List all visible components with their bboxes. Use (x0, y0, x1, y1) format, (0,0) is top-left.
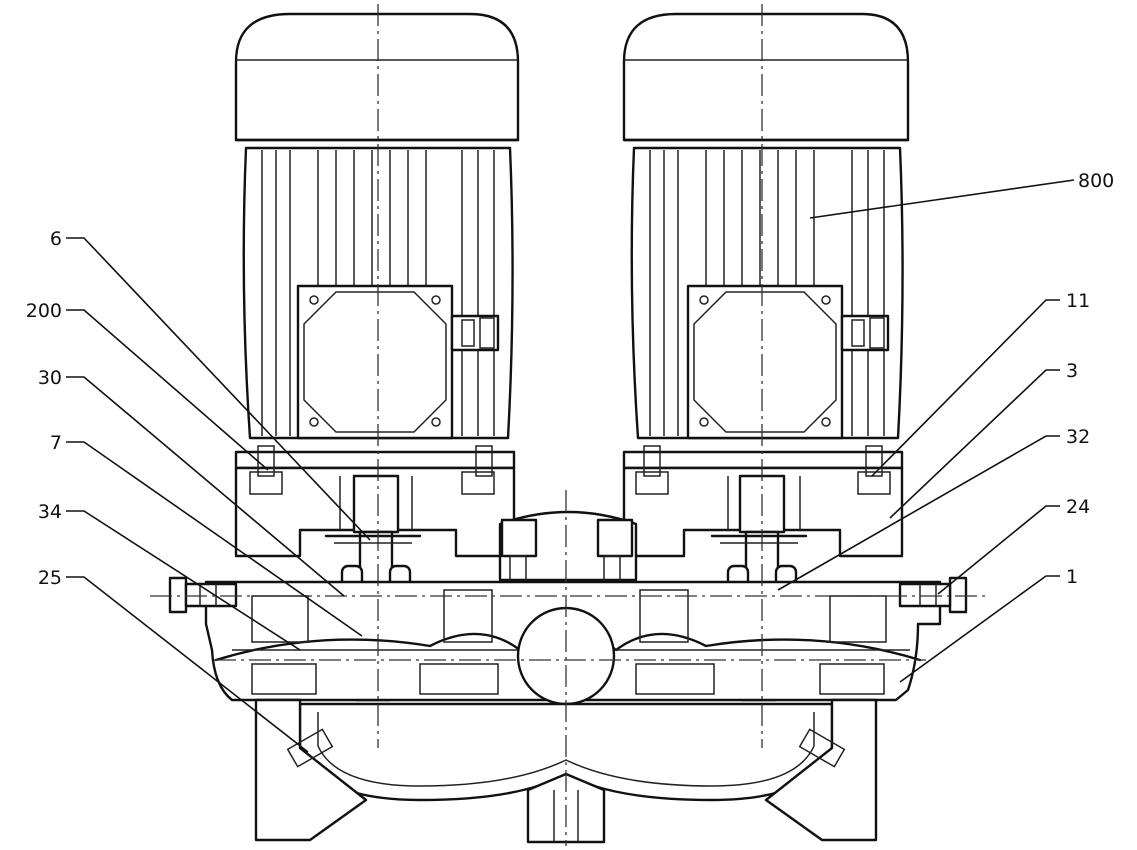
leader-11 (871, 299, 1060, 477)
right-cable-gland (840, 314, 890, 352)
right-side-bolt (898, 576, 968, 614)
label-11: 11 (1066, 290, 1090, 312)
right-motor-fan-cover (622, 12, 910, 142)
label-32: 32 (1066, 426, 1090, 448)
label-34: 34 (38, 501, 62, 523)
leader-800 (809, 179, 1075, 219)
right-motor (622, 12, 910, 440)
left-terminal-box (296, 284, 454, 440)
reference-numerals: 6 200 30 7 34 25 800 11 3 32 24 1 (26, 170, 1115, 589)
label-7: 7 (50, 432, 62, 454)
left-cable-gland (450, 314, 500, 352)
right-leg (764, 698, 878, 842)
leader-1 (899, 575, 1060, 683)
left-motor (234, 12, 520, 440)
leader-34 (66, 510, 301, 651)
right-terminal-box (686, 284, 844, 440)
leader-32 (777, 435, 1060, 591)
left-motor-fins (261, 150, 495, 436)
leader-3 (889, 369, 1060, 519)
centerlines (150, 4, 990, 846)
label-30: 30 (38, 367, 62, 389)
label-1: 1 (1066, 566, 1078, 588)
leader-25 (66, 576, 309, 753)
label-800: 800 (1078, 170, 1114, 192)
leader-6 (66, 237, 371, 541)
label-25: 25 (38, 567, 62, 589)
label-24: 24 (1066, 496, 1090, 518)
label-6: 6 (50, 228, 62, 250)
leader-lines (66, 179, 1075, 753)
left-motor-fan-cover (234, 12, 520, 142)
label-200: 200 (26, 300, 62, 322)
label-3: 3 (1066, 360, 1078, 382)
leader-24 (937, 505, 1060, 595)
left-side-bolt (168, 576, 238, 614)
leader-30 (66, 376, 345, 597)
leader-200 (66, 309, 269, 471)
leader-7 (66, 441, 363, 637)
left-leg (254, 698, 368, 842)
